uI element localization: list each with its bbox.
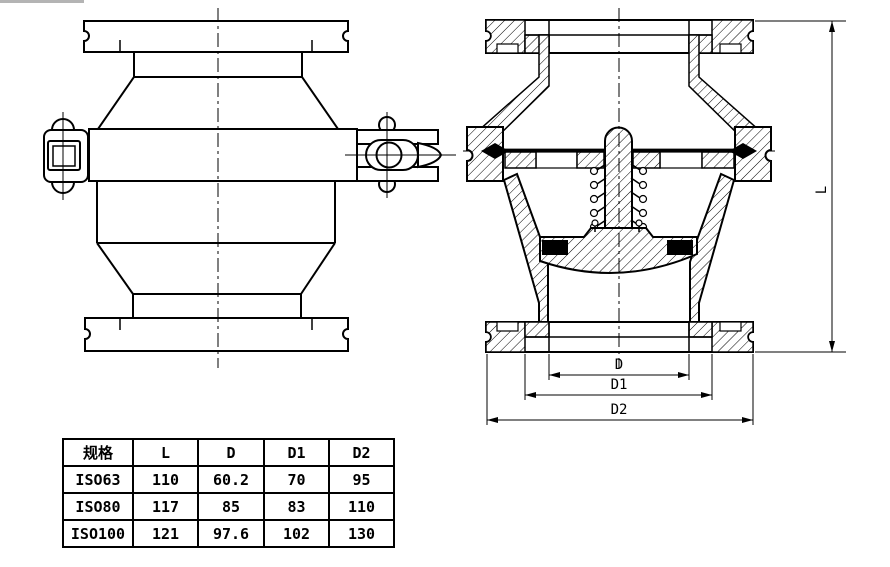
spec-cell: ISO63: [62, 465, 134, 494]
bottom-flange-hatch-right-inner: [688, 321, 713, 338]
seat-slot-left: [535, 151, 578, 169]
bottom-ferrule: [84, 317, 349, 352]
spec-cell: ISO80: [62, 492, 134, 521]
seat-hatch-1: [504, 151, 537, 169]
dim-d1-lines: [524, 354, 713, 400]
d-cell: 60.2: [197, 465, 265, 494]
right-view: [463, 8, 775, 368]
section-bottom-ferrule: [485, 321, 754, 353]
bottom-flange-hatch-left-inner: [524, 321, 550, 338]
spring-end-pins: [594, 226, 640, 232]
d2-header: D2: [328, 438, 395, 467]
seat-hatch-4: [701, 151, 735, 169]
clamp-band: [88, 128, 358, 182]
dimension-label-d2: D2: [611, 402, 628, 418]
d2-cell: 95: [328, 465, 395, 494]
gasket-seal-left: [481, 143, 509, 159]
top-flange-groove-right: [719, 43, 742, 54]
d-cell: 97.6: [197, 519, 265, 548]
d1-cell: 102: [263, 519, 330, 548]
valve-disc: [539, 219, 698, 274]
table-row: ISO63 110 60.2 70 95: [62, 465, 395, 494]
d2-cell: 110: [328, 492, 395, 521]
seat-hatch-2: [576, 151, 605, 169]
spec-table: 规格 L D D1 D2 ISO63 110 60.2 70 95 ISO80 …: [62, 438, 395, 548]
dim-d-lines: [548, 354, 690, 380]
spec-table-header-row: 规格 L D D1 D2: [62, 438, 395, 467]
gasket-seal-right: [729, 143, 757, 159]
d1-header: D1: [263, 438, 330, 467]
dimension-label-d: D: [615, 357, 623, 373]
page-border-fragment: [0, 0, 84, 3]
hinge-slot-outer: [47, 140, 81, 171]
l-cell: 121: [132, 519, 199, 548]
clamp-wing-nut: [345, 112, 456, 198]
clamp-section-left: [466, 126, 504, 182]
table-row: ISO80 117 85 83 110: [62, 492, 395, 521]
table-row: ISO100 121 97.6 102 130: [62, 519, 395, 548]
spring-end-loop-left: [591, 219, 599, 227]
d2-cell: 130: [328, 519, 395, 548]
d1-cell: 70: [263, 465, 330, 494]
top-ferrule-weld-lines: [119, 40, 313, 52]
spec-header: 规格: [62, 438, 134, 467]
top-flange-groove-left: [496, 43, 519, 54]
disc-body: [539, 227, 698, 274]
seat-hatch-3: [632, 151, 661, 169]
dim-d2-lines: [486, 354, 754, 425]
dimension-label-d1: D1: [611, 377, 628, 393]
lower-cone-wall-left: [502, 172, 549, 323]
left-view: [43, 8, 456, 368]
disc-seal-right: [667, 240, 693, 255]
l-cell: 110: [132, 465, 199, 494]
l-header: L: [132, 438, 199, 467]
d1-cell: 83: [263, 492, 330, 521]
hinge-slot-inner: [52, 145, 76, 167]
bottom-flange-groove-left: [496, 321, 519, 332]
dimension-label-l: L: [814, 186, 830, 194]
clamp-hinge: [43, 112, 89, 200]
spec-cell: ISO100: [62, 519, 134, 548]
l-cell: 117: [132, 492, 199, 521]
disc-seal-left: [542, 240, 568, 255]
bottom-flange-groove-right: [719, 321, 742, 332]
dimension-annotations: D D1 D2 L: [486, 20, 846, 425]
lower-cone-wall-right: [689, 172, 736, 323]
seat-plate: [504, 148, 735, 169]
seat-slot-right: [659, 151, 703, 169]
spring-end-loop-right: [635, 219, 643, 227]
d-cell: 85: [197, 492, 265, 521]
valve-body-outline: [96, 181, 336, 318]
top-ferrule: [83, 20, 349, 53]
lug-centerlines: [345, 112, 456, 198]
bottom-ferrule-weld-lines: [119, 318, 313, 330]
dim-l-lines: [755, 20, 846, 353]
d-header: D: [197, 438, 265, 467]
hinge-body: [43, 129, 89, 183]
clamp-section-right: [734, 126, 772, 182]
valve-stem: [604, 126, 633, 238]
